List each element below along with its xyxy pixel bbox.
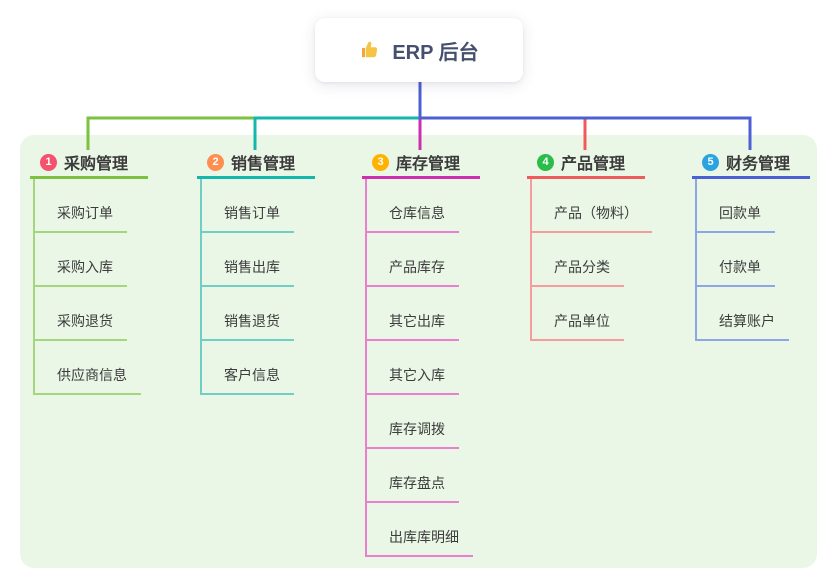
child-topic-label: 付款单 — [719, 259, 761, 275]
branch-number-badge: 1 — [40, 153, 57, 171]
child-topic[interactable]: 采购订单 — [33, 203, 127, 233]
child-topic[interactable]: 付款单 — [695, 257, 775, 287]
child-topic[interactable]: 产品库存 — [365, 257, 459, 287]
child-topic-label: 产品分类 — [554, 259, 610, 275]
child-topic[interactable]: 回款单 — [695, 203, 775, 233]
root-label: ERP 后台 — [392, 41, 479, 64]
thumbs-up-icon — [362, 41, 378, 58]
branch-number-badge: 5 — [702, 153, 719, 171]
child-topic[interactable]: 采购退货 — [33, 311, 127, 341]
child-topic[interactable]: 出库库明细 — [365, 527, 473, 557]
child-topic[interactable]: 其它入库 — [365, 365, 459, 395]
child-topic-label: 结算账户 — [719, 313, 775, 329]
child-topic[interactable]: 客户信息 — [200, 365, 294, 395]
root-node[interactable]: ERP 后台 — [315, 18, 523, 82]
child-topic-label: 客户信息 — [224, 367, 280, 383]
child-topic[interactable]: 销售退货 — [200, 311, 294, 341]
branch-topic[interactable]: 1 采购管理 — [30, 151, 148, 179]
branch-topic[interactable]: 3 库存管理 — [362, 151, 480, 179]
branch-number-badge: 3 — [372, 153, 389, 171]
branch-topic[interactable]: 5 财务管理 — [692, 151, 810, 179]
branch-topic-label: 库存管理 — [396, 156, 461, 173]
children-spine-line — [695, 178, 697, 341]
children-spine-line — [365, 178, 367, 557]
child-topic-label: 其它出库 — [389, 313, 445, 329]
branch-number-badge: 4 — [537, 153, 554, 171]
branch-topic[interactable]: 4 产品管理 — [527, 151, 645, 179]
child-topic-label: 其它入库 — [389, 367, 445, 383]
child-topic-label: 仓库信息 — [389, 205, 445, 221]
branch-topic[interactable]: 2 销售管理 — [197, 151, 315, 179]
child-topic[interactable]: 产品分类 — [530, 257, 624, 287]
child-topic-label: 采购退货 — [57, 313, 113, 329]
child-topic-label: 采购订单 — [57, 205, 113, 221]
branch-topic-label: 财务管理 — [726, 156, 791, 173]
child-topic[interactable]: 库存调拨 — [365, 419, 459, 449]
child-topic[interactable]: 库存盘点 — [365, 473, 459, 503]
child-topic[interactable]: 结算账户 — [695, 311, 789, 341]
child-topic-label: 产品单位 — [554, 313, 610, 329]
branch-connector — [418, 82, 752, 150]
child-topic[interactable]: 销售出库 — [200, 257, 294, 287]
child-topic[interactable]: 采购入库 — [33, 257, 127, 287]
child-topic[interactable]: 销售订单 — [200, 203, 294, 233]
child-topic-label: 产品（物料） — [554, 205, 638, 221]
child-topic-label: 销售出库 — [224, 259, 280, 275]
child-topic-label: 库存盘点 — [389, 475, 445, 491]
child-topic-label: 供应商信息 — [57, 367, 127, 383]
branch-connector — [253, 82, 422, 150]
child-topic[interactable]: 仓库信息 — [365, 203, 459, 233]
child-topic-label: 采购入库 — [57, 259, 113, 275]
branch-topic-label: 销售管理 — [231, 156, 296, 173]
child-topic[interactable]: 产品单位 — [530, 311, 624, 341]
branch-number-badge: 2 — [207, 153, 224, 171]
child-topic-label: 销售订单 — [224, 205, 280, 221]
child-topic-label: 出库库明细 — [389, 529, 459, 545]
child-topic-label: 回款单 — [719, 205, 761, 221]
children-spine-line — [530, 178, 532, 341]
child-topic-label: 销售退货 — [224, 313, 280, 329]
child-topic[interactable]: 供应商信息 — [33, 365, 141, 395]
branch-connector — [418, 82, 587, 150]
map-background-panel — [20, 135, 817, 568]
child-topic-label: 库存调拨 — [389, 421, 445, 437]
child-topic-label: 产品库存 — [389, 259, 445, 275]
branch-topic-label: 产品管理 — [561, 156, 626, 173]
child-topic[interactable]: 其它出库 — [365, 311, 459, 341]
branch-topic-label: 采购管理 — [64, 156, 129, 173]
child-topic[interactable]: 产品（物料） — [530, 203, 652, 233]
